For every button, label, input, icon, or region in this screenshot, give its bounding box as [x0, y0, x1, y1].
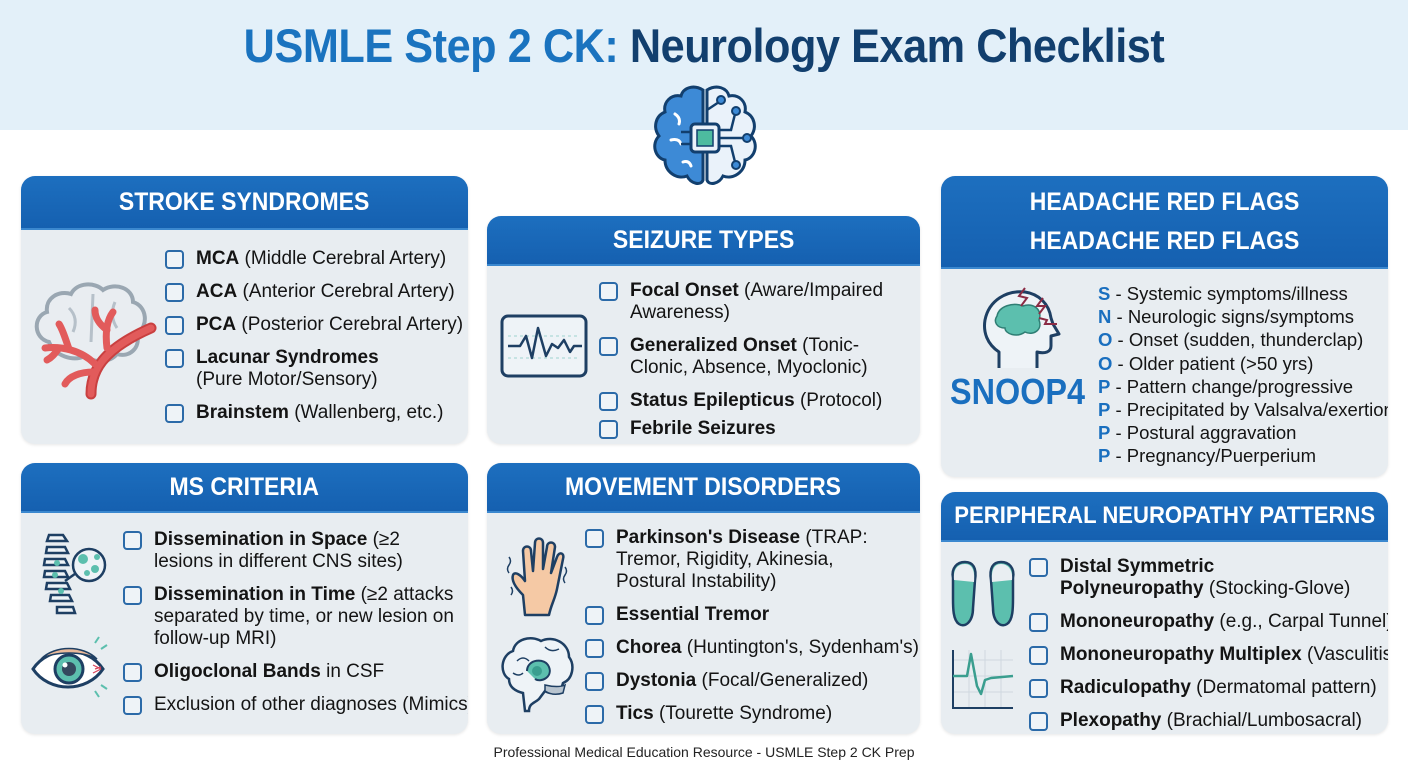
checklist-item[interactable]: Dissemination in Space (≥2 lesions in di… — [123, 529, 463, 573]
checklist-item[interactable]: Distal Symmetric Polyneuropathy (Stockin… — [1029, 556, 1384, 600]
checklist-item[interactable]: Radiculopathy (Dermatomal pattern) — [1029, 677, 1384, 699]
brain-artery-icon — [34, 282, 157, 400]
seizure-checklist: Focal Onset (Aware/Impaired Awareness) G… — [599, 280, 915, 444]
ms-checklist: Dissemination in Space (≥2 lesions in di… — [123, 529, 468, 727]
head-lightning-icon — [983, 287, 1061, 368]
checklist-item[interactable]: Mononeuropathy (e.g., Carpal Tunnel) — [1029, 611, 1388, 633]
checkbox[interactable] — [1029, 679, 1048, 698]
checkbox[interactable] — [599, 420, 618, 439]
mnemonic-item: O - Onset (sudden, thunderclap) — [1098, 329, 1364, 351]
checkbox[interactable] — [585, 639, 604, 658]
eye-icon — [31, 636, 108, 698]
checklist-item[interactable]: Parkinson's Disease (TRAP: Tremor, Rigid… — [585, 527, 915, 593]
checklist-item[interactable]: Febrile Seizures — [599, 418, 915, 440]
feet-stocking-icon — [951, 560, 1015, 627]
snoop4-list: S - Systemic symptoms/illness N - Neurol… — [1098, 282, 1388, 468]
card-header: MOVEMENT DISORDERS — [487, 463, 920, 513]
checklist-item[interactable]: Brainstem (Wallenberg, etc.) — [165, 402, 465, 424]
headache-red-flags-card: HEADACHE RED FLAGS HEADACHE RED FLAGS SN… — [941, 176, 1388, 477]
checklist-item[interactable]: Chorea (Huntington's, Sydenham's) — [585, 637, 919, 659]
mnemonic-item: P - Postural aggravation — [1098, 422, 1297, 444]
checkbox[interactable] — [165, 250, 184, 269]
page-title: USMLE Step 2 CK: Neurology Exam Checklis… — [56, 18, 1351, 73]
stroke-syndromes-card: STROKE SYNDROMES MCA (Middle Cerebral Ar… — [21, 176, 468, 444]
seizure-types-card: SEIZURE TYPES Focal Onset (Aware/Impaire… — [487, 216, 920, 444]
checklist-item[interactable]: Oligoclonal Bands in CSF — [123, 661, 463, 683]
card-title: PERIPHERAL NEUROPATHY PATTERNS — [954, 502, 1375, 529]
checklist-item[interactable]: Exclusion of other diagnoses (Mimics) — [123, 694, 468, 716]
checklist-item[interactable]: Tics (Tourette Syndrome) — [585, 703, 915, 725]
checkbox[interactable] — [585, 606, 604, 625]
checkbox[interactable] — [1029, 646, 1048, 665]
title-part-1: USMLE Step 2 CK: — [243, 19, 619, 72]
footer-text: Professional Medical Education Resource … — [493, 744, 915, 760]
checklist-item[interactable]: Status Epilepticus (Protocol) — [599, 390, 915, 412]
movement-disorders-card: MOVEMENT DISORDERS Parkinson's Disease (… — [487, 463, 920, 734]
checkbox[interactable] — [123, 586, 142, 605]
card-title: STROKE SYNDROMES — [119, 187, 370, 216]
checklist-item[interactable]: Plexopathy (Brachial/Lumbosacral) — [1029, 710, 1384, 732]
stroke-checklist: MCA (Middle Cerebral Artery) ACA (Anteri… — [165, 248, 465, 435]
card-header: SEIZURE TYPES — [487, 216, 920, 266]
checkbox[interactable] — [123, 663, 142, 682]
mnemonic-item: P - Pregnancy/Puerperium — [1098, 445, 1316, 467]
checkbox[interactable] — [123, 531, 142, 550]
card-title: MOVEMENT DISORDERS — [565, 472, 842, 501]
mnemonic-item: P - Precipitated by Valsalva/exertion — [1098, 399, 1388, 421]
card-header: MS CRITERIA — [21, 463, 468, 513]
eeg-monitor-icon — [500, 314, 588, 378]
checklist-item[interactable]: Generalized Onset (Tonic-Clonic, Absence… — [599, 335, 915, 379]
movement-checklist: Parkinson's Disease (TRAP: Tremor, Rigid… — [585, 527, 919, 734]
checkbox[interactable] — [165, 283, 184, 302]
mnemonic-item: S - Systemic symptoms/illness — [1098, 283, 1348, 304]
checklist-item[interactable]: PCA (Posterior Cerebral Artery) — [165, 314, 465, 336]
card-header: HEADACHE RED FLAGS HEADACHE RED FLAGS — [941, 176, 1388, 269]
checklist-item[interactable]: Dissemination in Time (≥2 attacks separa… — [123, 584, 463, 650]
basal-ganglia-brain-icon — [501, 637, 574, 713]
checkbox[interactable] — [599, 282, 618, 301]
checkbox[interactable] — [585, 529, 604, 548]
mnemonic-item: P - Pattern change/progressive — [1098, 375, 1354, 397]
checkbox[interactable] — [123, 696, 142, 715]
checklist-item[interactable]: Focal Onset (Aware/Impaired Awareness) — [599, 280, 915, 324]
neuropathy-checklist: Distal Symmetric Polyneuropathy (Stockin… — [1029, 556, 1388, 734]
checkbox[interactable] — [1029, 613, 1048, 632]
checkbox[interactable] — [1029, 712, 1048, 731]
mnemonic-label: SNOOP4 — [950, 371, 1086, 412]
tremor-hand-icon — [506, 537, 568, 617]
brain-circuit-icon — [653, 85, 757, 185]
checkbox[interactable] — [599, 337, 618, 356]
checkbox[interactable] — [599, 392, 618, 411]
checkbox[interactable] — [165, 316, 184, 335]
checklist-item[interactable]: ACA (Anterior Cerebral Artery) — [165, 281, 465, 303]
mnemonic-item: N - Neurologic signs/symptoms — [1098, 306, 1355, 328]
spine-lesion-icon — [42, 533, 107, 615]
peripheral-neuropathy-card: PERIPHERAL NEUROPATHY PATTERNS Distal Sy… — [941, 492, 1388, 734]
card-header: STROKE SYNDROMES — [21, 176, 468, 230]
nerve-conduction-graph-icon — [952, 650, 1014, 709]
checkbox[interactable] — [1029, 558, 1048, 577]
card-title: MS CRITERIA — [169, 472, 320, 501]
card-title-line-1: HEADACHE RED FLAGS — [1029, 187, 1300, 216]
checkbox[interactable] — [585, 672, 604, 691]
card-title-line-2: HEADACHE RED FLAGS — [1029, 226, 1300, 255]
checklist-item[interactable]: Essential Tremor — [585, 604, 915, 626]
checkbox[interactable] — [585, 705, 604, 724]
card-header: PERIPHERAL NEUROPATHY PATTERNS — [941, 492, 1388, 542]
checkbox[interactable] — [165, 349, 184, 368]
checklist-item[interactable]: MCA (Middle Cerebral Artery) — [165, 248, 465, 270]
checklist-item[interactable]: Lacunar Syndromes (Pure Motor/Sensory) — [165, 347, 465, 391]
ms-criteria-card: MS CRITERIA Dissemination in Space (≥2 l… — [21, 463, 468, 734]
title-part-2: Neurology Exam Checklist — [629, 19, 1165, 72]
mnemonic-item: O - Older patient (>50 yrs) — [1098, 352, 1314, 374]
checklist-item[interactable]: Dystonia (Focal/Generalized) — [585, 670, 915, 692]
checklist-item[interactable]: Mononeuropathy Multiplex (Vasculitis) — [1029, 644, 1388, 666]
card-title: SEIZURE TYPES — [612, 225, 795, 254]
checkbox[interactable] — [165, 404, 184, 423]
